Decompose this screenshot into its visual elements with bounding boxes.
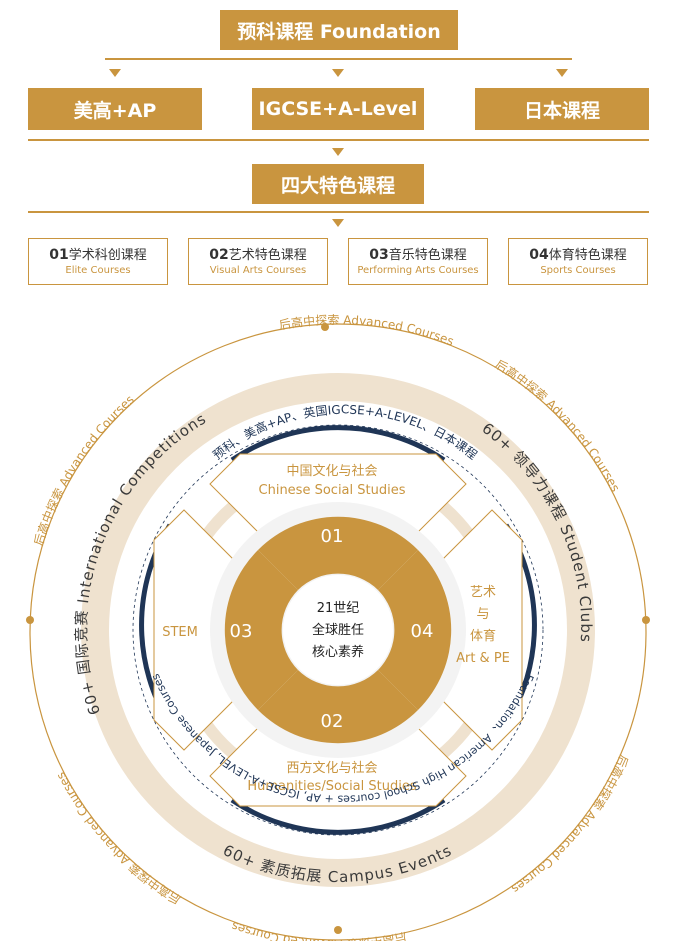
activities-ring xyxy=(81,373,595,887)
quadrant-num-03: 03 xyxy=(230,621,253,642)
course-cn: 音乐特色课程 xyxy=(388,248,467,263)
navy-arc-bottom xyxy=(230,797,446,835)
right-label-4: Art & PE xyxy=(456,651,510,666)
outer-label-path: 后高中探索 Advanced Courses xyxy=(230,919,408,941)
course-en: Sports Courses xyxy=(540,265,616,276)
course-card-visual-arts: 02艺术特色课程 Visual Arts Courses xyxy=(188,238,328,285)
outer-label-top: 后高中探索 Advanced Courses xyxy=(278,313,456,349)
course-en: Visual Arts Courses xyxy=(209,265,307,276)
track-label: 美高+AP xyxy=(73,99,157,122)
navy-arc-top xyxy=(230,425,446,463)
track-label: IGCSE+A-Level xyxy=(258,98,418,120)
track-box-ap: 美高+AP xyxy=(28,88,202,130)
bottom-label-cn: 西方文化与社会 xyxy=(286,760,377,776)
track-box-alevel: IGCSE+A-Level xyxy=(252,88,424,130)
course-en: Performing Arts Courses xyxy=(357,265,479,276)
course-card-performing-arts: 03音乐特色课程 Performing Arts Courses xyxy=(348,238,488,285)
quadrant-num-02: 02 xyxy=(321,711,344,732)
outer-dot-bottom xyxy=(334,926,342,934)
course-card-sports: 04体育特色课程 Sports Courses xyxy=(508,238,648,285)
center-line-3: 核心素养 xyxy=(312,644,364,660)
four-courses-box: 四大特色课程 xyxy=(252,164,424,204)
arrow-down-icon xyxy=(109,69,121,77)
quadrant-03 xyxy=(224,550,298,710)
dashed-inner-ring xyxy=(132,424,544,836)
arrow-down-icon xyxy=(556,69,568,77)
course-num: 01 xyxy=(49,247,69,263)
arrow-down-icon xyxy=(332,148,344,156)
center-line-1: 21世纪 xyxy=(317,601,360,616)
top-label-cn: 中国文化与社会 xyxy=(286,463,377,479)
outer-label-bottom: 后高中探索 Advanced Courses xyxy=(230,919,408,941)
quadrant-num-01: 01 xyxy=(321,526,344,547)
course-cn: 体育特色课程 xyxy=(548,248,627,263)
outer-label-path: 后高中探索 Advanced Courses xyxy=(278,313,456,349)
quadrant-01 xyxy=(258,516,418,590)
bottom-label-en: Humanities/Social Studies xyxy=(247,779,416,794)
foundation-label: 预科课程 Foundation xyxy=(237,20,441,43)
outer-dot-right xyxy=(642,616,650,624)
outer-dot-top xyxy=(321,323,329,331)
outer-circle xyxy=(29,323,647,941)
four-courses-title: 四大特色课程 xyxy=(280,174,395,197)
connector-line-2 xyxy=(28,139,649,141)
course-en: Elite Courses xyxy=(65,265,131,276)
connector-line-3 xyxy=(28,211,649,213)
course-cn: 艺术特色课程 xyxy=(228,248,307,263)
foundation-box: 预科课程 Foundation xyxy=(220,10,458,50)
track-box-japan: 日本课程 xyxy=(475,88,649,130)
top-label-en: Chinese Social Studies xyxy=(259,483,406,498)
track-label: 日本课程 xyxy=(523,99,600,122)
right-label-2: 与 xyxy=(476,607,489,622)
quadrant-num-04: 04 xyxy=(411,621,434,642)
left-label-stem: STEM xyxy=(162,625,198,640)
arrow-down-icon xyxy=(332,69,344,77)
right-label-1: 艺术 xyxy=(470,585,496,600)
course-card-elite: 01学术科创课程 Elite Courses xyxy=(28,238,168,285)
center-line-2: 全球胜任 xyxy=(312,622,364,638)
course-cn: 学术科创课程 xyxy=(68,248,147,263)
center-circle xyxy=(283,575,393,685)
outer-dot-left xyxy=(26,616,34,624)
quadrant-04 xyxy=(378,550,452,710)
quadrant-02 xyxy=(258,670,418,744)
connector-line-1 xyxy=(105,58,572,60)
course-num: 04 xyxy=(529,247,549,263)
right-label-3: 体育 xyxy=(470,628,496,644)
arrow-down-icon xyxy=(332,219,344,227)
course-num: 03 xyxy=(369,247,389,263)
course-num: 02 xyxy=(209,247,229,263)
